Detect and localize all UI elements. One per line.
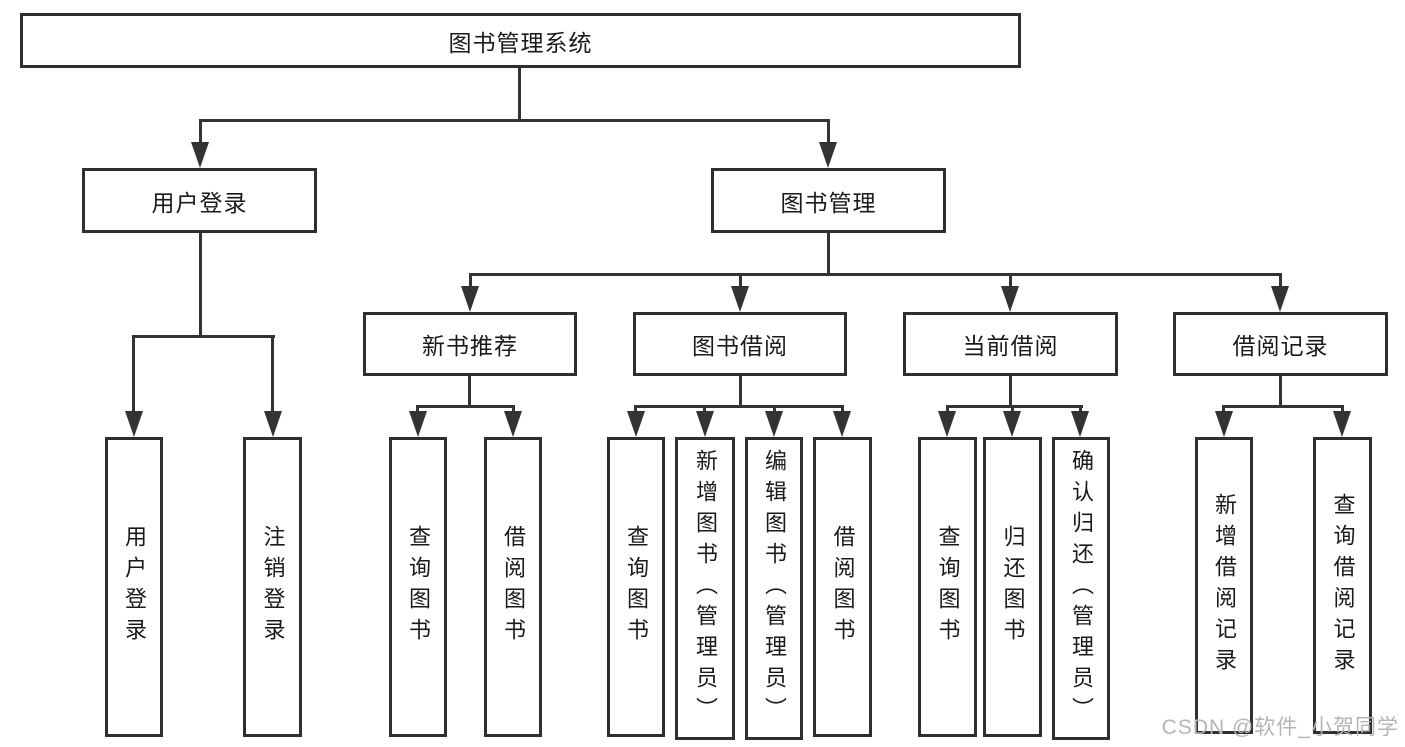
arrowhead-down-icon <box>696 411 714 437</box>
leaf-confirm-return-admin-label: 确认归还（管理员） <box>1069 449 1094 728</box>
arrowhead-down-icon <box>833 411 851 437</box>
arrowhead-down-icon <box>409 411 427 437</box>
arrowhead-down-icon <box>1001 286 1019 312</box>
leaf-borrow-book-2: 借阅图书 <box>813 437 872 737</box>
arrowhead-down-icon <box>819 142 837 168</box>
connector-line <box>132 335 135 411</box>
arrowhead-down-icon <box>1271 286 1289 312</box>
arrowhead-down-icon <box>191 142 209 168</box>
leaf-return-book: 归还图书 <box>983 437 1042 737</box>
connector-line <box>634 405 637 413</box>
connector-line <box>271 335 274 411</box>
connector-line <box>469 273 472 288</box>
connector-line <box>1009 273 1012 288</box>
arrowhead-down-icon <box>1071 411 1089 437</box>
connector-line <box>773 405 776 413</box>
connector-line <box>739 376 742 408</box>
leaf-add-book-admin-label: 新增图书（管理员） <box>693 449 718 728</box>
connector-line <box>416 405 419 413</box>
leaf-logout-label: 注销登录 <box>260 525 286 649</box>
arrowhead-down-icon <box>1003 411 1021 437</box>
leaf-add-book-admin: 新增图书（管理员） <box>675 437 735 740</box>
connector-line <box>1222 405 1225 413</box>
connector-line <box>703 405 706 413</box>
node-root-label: 图书管理系统 <box>448 29 593 56</box>
connector-line <box>634 405 844 408</box>
node-book-management-label: 图书管理 <box>780 189 877 216</box>
node-current-borrow: 当前借阅 <box>903 312 1118 376</box>
leaf-query-borrow-record-label: 查询借阅记录 <box>1330 492 1356 679</box>
node-borrow-records: 借阅记录 <box>1173 312 1388 376</box>
leaf-user-login: 用户登录 <box>105 437 163 737</box>
arrowhead-down-icon <box>627 411 645 437</box>
node-user-login-label: 用户登录 <box>151 189 248 216</box>
arrowhead-down-icon <box>1215 411 1233 437</box>
connector-line <box>946 405 1083 408</box>
leaf-edit-book-admin-label: 编辑图书（管理员） <box>762 449 787 728</box>
node-user-login: 用户登录 <box>82 168 317 233</box>
leaf-query-borrow-record: 查询借阅记录 <box>1313 437 1372 734</box>
arrowhead-down-icon <box>938 411 956 437</box>
connector-line <box>946 405 949 413</box>
csdn-watermark: CSDN @软件_小贺同学 <box>1161 716 1399 739</box>
node-new-book-recommend: 新书推荐 <box>363 312 577 376</box>
node-new-book-recommend-label: 新书推荐 <box>422 333 518 359</box>
connector-line <box>512 405 515 413</box>
leaf-add-borrow-record: 新增借阅记录 <box>1195 437 1253 734</box>
arrowhead-down-icon <box>1333 411 1351 437</box>
connector-line <box>132 335 275 338</box>
node-book-borrow: 图书借阅 <box>633 312 847 376</box>
leaf-query-book-2: 查询图书 <box>607 437 665 737</box>
leaf-logout: 注销登录 <box>243 437 302 737</box>
node-borrow-records-label: 借阅记录 <box>1232 333 1329 359</box>
connector-line <box>841 405 844 413</box>
connector-line <box>1009 376 1012 408</box>
connector-line <box>827 119 830 144</box>
leaf-add-borrow-record-label: 新增借阅记录 <box>1212 492 1237 679</box>
arrowhead-down-icon <box>731 286 749 312</box>
connector-line <box>199 233 202 337</box>
connector-line <box>1222 405 1344 408</box>
connector-line <box>199 119 830 122</box>
arrowhead-down-icon <box>461 286 479 312</box>
connector-line <box>1341 405 1344 413</box>
arrowhead-down-icon <box>504 411 522 437</box>
node-root: 图书管理系统 <box>20 13 1021 68</box>
node-book-borrow-label: 图书借阅 <box>692 333 788 359</box>
leaf-query-book-1: 查询图书 <box>389 437 447 737</box>
connector-line <box>199 119 202 144</box>
connector-line <box>416 405 515 408</box>
leaf-query-book-1-label: 查询图书 <box>406 525 431 649</box>
connector-line <box>1279 376 1282 408</box>
leaf-query-book-3-label: 查询图书 <box>935 525 961 649</box>
connector-line <box>827 233 830 276</box>
leaf-borrow-book-2-label: 借阅图书 <box>830 525 856 649</box>
connector-line <box>469 273 1282 276</box>
node-current-borrow-label: 当前借阅 <box>962 333 1059 359</box>
connector-line <box>518 68 521 122</box>
connector-line <box>1079 405 1082 413</box>
connector-line <box>468 376 471 408</box>
node-book-management: 图书管理 <box>711 168 946 233</box>
connector-line <box>1011 405 1014 413</box>
arrowhead-down-icon <box>264 411 282 437</box>
leaf-borrow-book-1: 借阅图书 <box>484 437 542 737</box>
connector-line <box>739 273 742 288</box>
leaf-query-book-2-label: 查询图书 <box>624 525 649 649</box>
leaf-return-book-label: 归还图书 <box>1000 525 1026 649</box>
connector-line <box>1279 273 1282 288</box>
arrowhead-down-icon <box>765 411 783 437</box>
leaf-edit-book-admin: 编辑图书（管理员） <box>745 437 803 740</box>
leaf-borrow-book-1-label: 借阅图书 <box>501 525 526 649</box>
leaf-confirm-return-admin: 确认归还（管理员） <box>1052 437 1110 740</box>
leaf-user-login-label: 用户登录 <box>122 525 147 649</box>
arrowhead-down-icon <box>125 411 143 437</box>
leaf-query-book-3: 查询图书 <box>918 437 977 737</box>
